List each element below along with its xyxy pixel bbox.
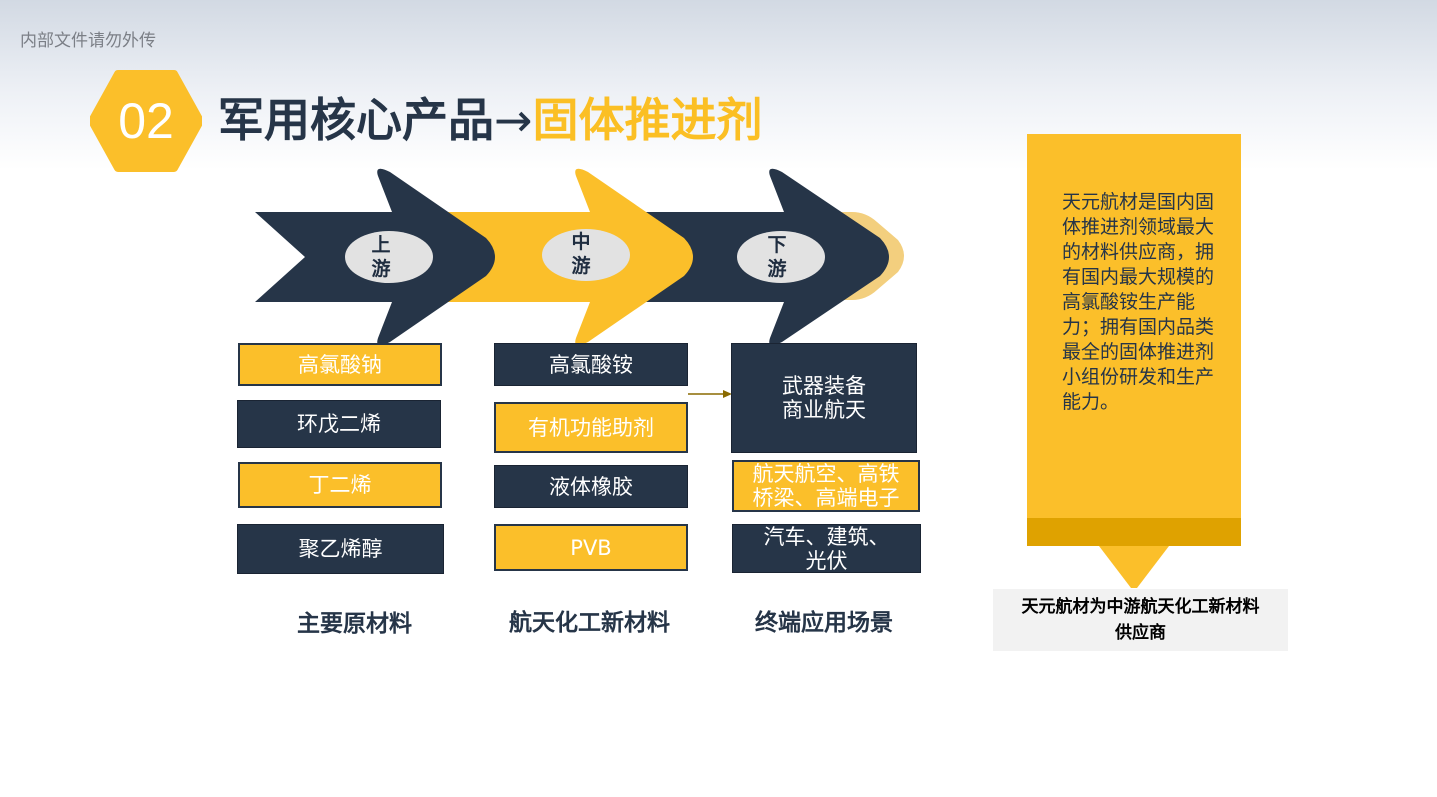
downstream-item-line2: 光伏	[805, 548, 848, 573]
downstream-item: 航天航空、高铁 桥梁、高端电子	[732, 460, 920, 512]
downstream-item-line2: 桥梁、高端电子	[752, 486, 900, 510]
downstream-item-line1: 汽车、建筑、	[763, 524, 890, 549]
column-title-upstream: 主要原材料	[297, 611, 412, 637]
midstream-item: PVB	[494, 524, 688, 571]
callout-box	[1027, 134, 1241, 520]
stage-label-upstream: 上 游	[351, 233, 411, 281]
midstream-item: 高氯酸铵	[494, 343, 688, 386]
downstream-item: 汽车、建筑、 光伏	[732, 524, 921, 573]
midstream-item: 有机功能助剂	[494, 402, 688, 453]
downstream-item-line1: 航天航空、高铁	[752, 462, 900, 486]
upstream-item: 环戊二烯	[237, 400, 441, 448]
downstream-item-line2: 商业航天	[782, 398, 866, 422]
midstream-item: 液体橡胶	[494, 465, 688, 508]
column-title-downstream: 终端应用场景	[755, 610, 893, 636]
stage-downstream-ellipse	[737, 231, 825, 283]
section-number: 02	[118, 93, 174, 149]
callout-pointer-icon	[1099, 546, 1169, 588]
downstream-item-line1: 武器装备	[782, 374, 866, 398]
title-arrow: →	[494, 93, 533, 147]
downstream-item: 武器装备 商业航天	[731, 343, 917, 453]
stage-label-downstream: 下 游	[747, 233, 807, 281]
upstream-item: 丁二烯	[238, 462, 442, 508]
page-title: 军用核心产品→固体推进剂	[218, 88, 763, 152]
upstream-item: 聚乙烯醇	[237, 524, 444, 574]
stage-upstream-ellipse	[345, 231, 433, 283]
stage-label-downstream-line1: 下	[767, 234, 787, 256]
column-title-midstream: 航天化工新材料	[509, 610, 670, 636]
caption-box: 天元航材为中游航天化工新材料 供应商	[993, 589, 1288, 651]
stage-label-midstream-line2: 游	[571, 255, 591, 277]
upstream-item: 高氯酸钠	[238, 343, 442, 386]
caption-line2: 供应商	[1115, 623, 1166, 643]
connector-arrow-head	[723, 390, 732, 398]
stage-label-upstream-line1: 上	[371, 234, 391, 256]
confidential-note: 内部文件请勿外传	[20, 31, 156, 51]
stage-midstream-ellipse	[542, 229, 630, 281]
callout-text: 天元航材是国内固体推进剂领域最大的材料供应商，拥有国内最大规模的高氯酸铵生产能力…	[1062, 191, 1215, 413]
title-highlight: 固体推进剂	[532, 93, 763, 147]
callout-band	[1027, 518, 1241, 546]
stage-label-upstream-line2: 游	[371, 258, 391, 280]
stage-label-downstream-line2: 游	[767, 258, 787, 280]
caption-line1: 天元航材为中游航天化工新材料	[1021, 597, 1260, 617]
stage-label-midstream-line1: 中	[571, 231, 591, 253]
section-number-hexagon	[90, 70, 202, 172]
title-main: 军用核心产品	[218, 93, 494, 147]
stage-label-midstream: 中 游	[551, 230, 611, 278]
